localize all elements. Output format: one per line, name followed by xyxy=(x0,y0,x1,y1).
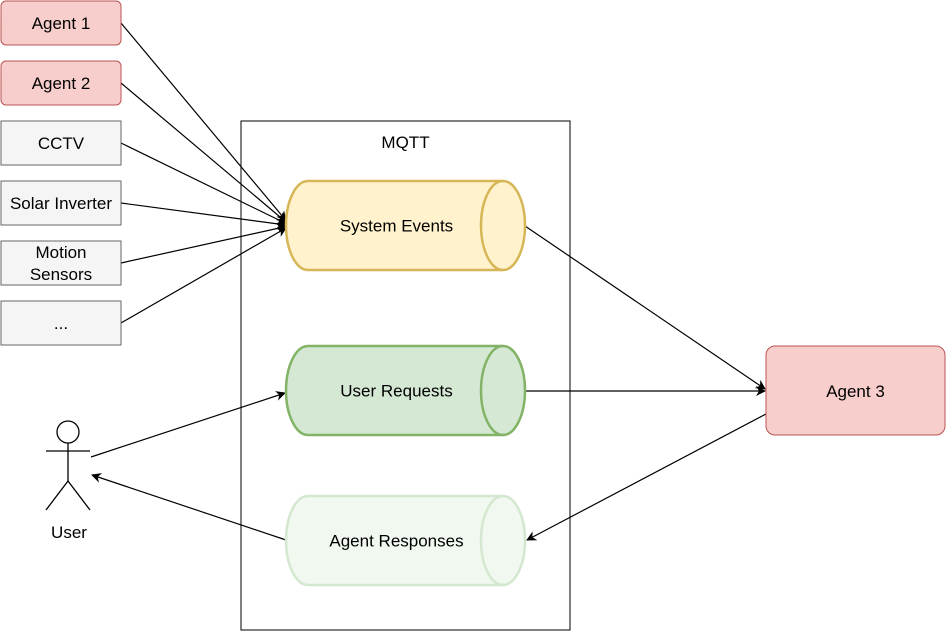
arrow-user-to-user-requests xyxy=(90,391,286,458)
source-label-motion: Motion xyxy=(35,243,86,262)
arrow-system-events-to-agent3 xyxy=(524,225,766,390)
user-label: User xyxy=(51,523,87,542)
source-box-solar xyxy=(0,180,122,226)
arrow-source-to-system-events xyxy=(120,142,287,225)
user-head xyxy=(56,420,80,444)
topic-user-requests: User Requests xyxy=(284,344,527,437)
user-actor xyxy=(45,420,91,511)
topic-label: System Events xyxy=(340,217,453,236)
arrow-source-to-system-events xyxy=(120,82,287,223)
source-label-more: ... xyxy=(54,314,68,333)
source-box-cctv xyxy=(0,120,122,166)
arrow-source-to-system-events xyxy=(120,223,287,264)
arrow-source-to-system-events xyxy=(120,227,287,324)
topic-system-events: System Events xyxy=(284,179,527,272)
arrow-agent3-to-agent-responses xyxy=(526,413,767,541)
source-node-cctv: CCTV xyxy=(0,120,122,166)
mqtt-container xyxy=(240,120,571,631)
source-node-more: ... xyxy=(0,300,122,346)
source-node-agent1: Agent 1 xyxy=(0,0,122,46)
user-right-leg xyxy=(67,480,91,511)
arrow-agent-responses-to-user xyxy=(91,473,287,541)
source-box-motion xyxy=(0,240,122,286)
source-node-agent2: Agent 2 xyxy=(0,60,122,106)
source-node-solar: Solar Inverter xyxy=(0,180,122,226)
source-box-more xyxy=(0,300,122,346)
topic-agent-responses: Agent Responses xyxy=(284,494,527,587)
user-left-leg xyxy=(45,480,69,511)
topic-end-cap xyxy=(479,179,504,272)
mqtt-label: MQTT xyxy=(381,133,429,152)
source-nodes: Agent 1 Agent 2 CCTV Solar InverterMotionSe… xyxy=(0,0,122,346)
topic-end-cap xyxy=(479,494,504,587)
topic-end-cap xyxy=(479,344,504,437)
source-label-solar: Solar Inverter xyxy=(10,194,112,213)
connection-arrows xyxy=(90,22,767,541)
arrow-source-to-system-events xyxy=(120,202,287,229)
source-label-motion: Sensors xyxy=(30,265,92,284)
source-box-agent1 xyxy=(0,0,122,46)
source-box-agent2 xyxy=(0,60,122,106)
arrow-source-to-system-events xyxy=(120,22,287,222)
source-label-agent1: Agent 1 xyxy=(32,14,91,33)
topic-label: Agent Responses xyxy=(329,532,463,551)
agent3-node xyxy=(765,345,946,436)
topic-label: User Requests xyxy=(340,382,452,401)
source-label-cctv: CCTV xyxy=(38,134,85,153)
source-label-agent2: Agent 2 xyxy=(32,74,91,93)
agent3-label: Agent 3 xyxy=(826,382,885,401)
